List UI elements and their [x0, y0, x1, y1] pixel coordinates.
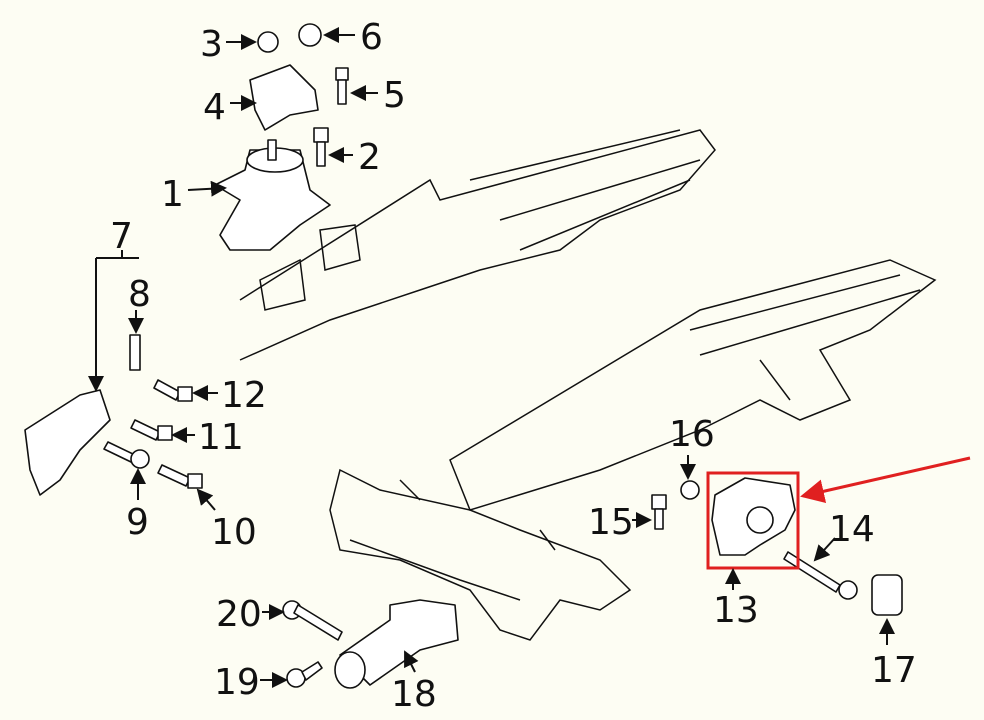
callout-1: 1: [161, 174, 184, 215]
callout-11: 11: [198, 417, 244, 458]
part-7-bracket[interactable]: [24, 389, 111, 496]
part-11-bolt[interactable]: [130, 419, 173, 441]
part-6-nut[interactable]: [298, 23, 322, 47]
callout-3: 3: [200, 24, 223, 65]
callout-16: 16: [669, 414, 715, 455]
part-9-bolt[interactable]: [103, 441, 150, 469]
part-18-torque-rod[interactable]: [334, 599, 459, 689]
part-15-bolt[interactable]: [651, 494, 667, 530]
part-8-stud[interactable]: [129, 334, 141, 371]
callout-8: 8: [128, 274, 151, 315]
callout-13: 13: [713, 590, 759, 631]
callout-15: 15: [588, 502, 634, 543]
callout-7: 7: [110, 216, 133, 257]
part-5-bolt[interactable]: [335, 67, 349, 105]
callout-12: 12: [221, 375, 267, 416]
part-14-bolt[interactable]: [783, 551, 858, 600]
highlight-arrow: [800, 456, 971, 504]
lower-frame-rail: [449, 259, 937, 511]
callout-19: 19: [214, 662, 260, 703]
part-10-bolt[interactable]: [157, 464, 203, 489]
part-19-bolt[interactable]: [286, 661, 323, 688]
part-13-mount-bracket[interactable]: [711, 477, 796, 556]
callout-6: 6: [360, 17, 383, 58]
part-12-bolt[interactable]: [153, 379, 193, 402]
leader-lines: [96, 27, 895, 688]
callout-18: 18: [391, 674, 437, 715]
callout-4: 4: [203, 87, 226, 128]
callout-5: 5: [383, 75, 406, 116]
upper-frame-rail: [239, 129, 716, 361]
part-16-bushing[interactable]: [680, 480, 700, 500]
callout-2: 2: [358, 137, 381, 178]
part-3-nut[interactable]: [257, 31, 279, 53]
part-20-bolt[interactable]: [282, 600, 343, 641]
callout-10: 10: [211, 512, 257, 553]
crossmember: [329, 468, 632, 641]
callout-17: 17: [871, 650, 917, 691]
callout-14: 14: [829, 509, 875, 550]
part-4-bracket[interactable]: [249, 64, 319, 131]
callout-9: 9: [126, 502, 149, 543]
callout-20: 20: [216, 594, 262, 635]
part-2-bolt[interactable]: [313, 127, 329, 167]
highlight-box: [706, 471, 800, 570]
part-17-cap[interactable]: [871, 574, 903, 616]
part-1-engine-mount[interactable]: [214, 139, 331, 251]
